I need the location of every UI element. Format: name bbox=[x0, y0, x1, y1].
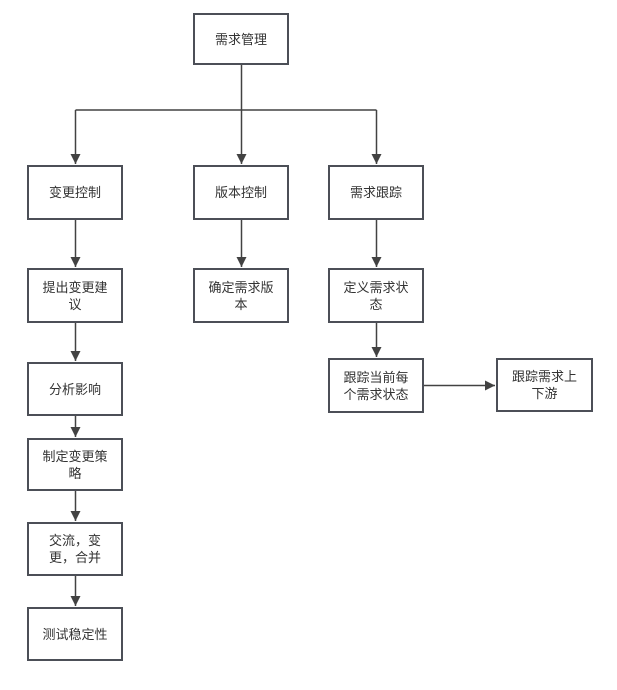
flow-node-analyze-impact: 分析影响 bbox=[27, 362, 123, 416]
flow-node-label: 交流，变 更，合并 bbox=[48, 533, 101, 565]
flow-node-track-current-requirement-status: 跟踪当前每 个需求状态 bbox=[328, 358, 424, 413]
flow-node-change-control: 变更控制 bbox=[27, 165, 123, 220]
flow-node-label: 跟踪当前每 个需求状态 bbox=[343, 369, 409, 402]
flow-node-label: 定义需求状 态 bbox=[343, 279, 409, 312]
flow-node-label: 提出变更建 议 bbox=[42, 279, 108, 312]
flow-node-label: 需求管理 bbox=[214, 31, 267, 47]
flow-node-track-requirement-upstream-downstream: 跟踪需求上 下游 bbox=[496, 358, 593, 412]
flow-node-determine-requirement-version: 确定需求版 本 bbox=[193, 268, 289, 323]
flow-node-label: 版本控制 bbox=[214, 185, 267, 200]
flow-node-propose-change-suggestion: 提出变更建 议 bbox=[27, 268, 123, 323]
flow-node-label: 制定变更策 略 bbox=[42, 448, 108, 481]
flow-node-requirement-management: 需求管理 bbox=[193, 13, 289, 65]
flow-node-version-control: 版本控制 bbox=[193, 165, 289, 220]
flow-node-define-requirement-status: 定义需求状 态 bbox=[328, 268, 424, 323]
flow-node-test-stability: 测试稳定性 bbox=[27, 607, 123, 661]
flow-node-label: 确定需求版 本 bbox=[208, 279, 274, 312]
flow-node-label: 测试稳定性 bbox=[42, 626, 108, 642]
flow-node-label: 变更控制 bbox=[48, 185, 101, 200]
flow-node-requirement-tracking: 需求跟踪 bbox=[328, 165, 424, 220]
flow-node-communicate-change-merge: 交流，变 更，合并 bbox=[27, 522, 123, 576]
flow-node-label: 需求跟踪 bbox=[349, 185, 402, 200]
flow-node-label: 跟踪需求上 下游 bbox=[511, 369, 577, 401]
flow-node-label: 分析影响 bbox=[48, 381, 101, 397]
flow-node-formulate-change-strategy: 制定变更策 略 bbox=[27, 438, 123, 491]
